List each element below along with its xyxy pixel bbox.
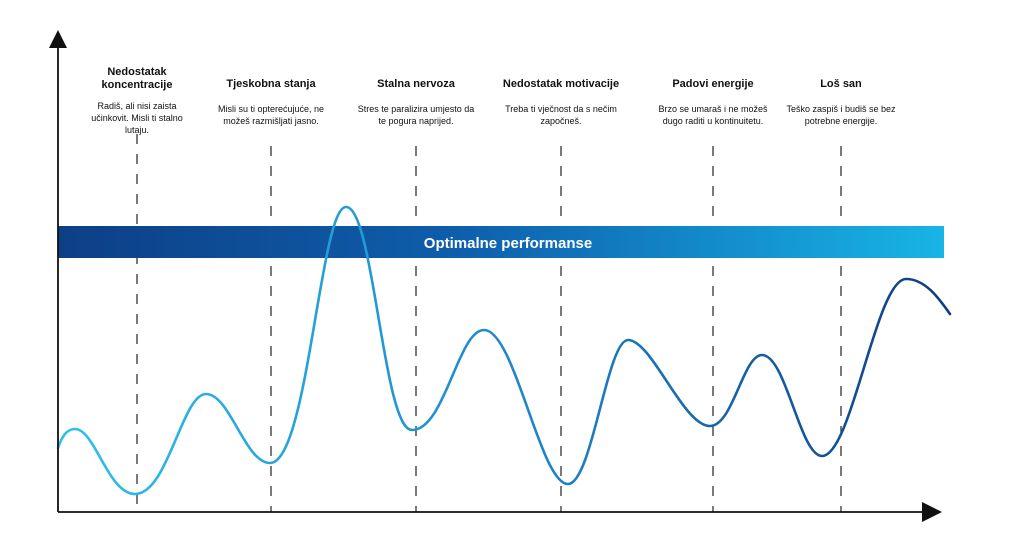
column-anxiety: Tjeskobna stanja Misli su ti opterećujuć… [208, 78, 334, 127]
performance-curve [56, 205, 952, 496]
column-description: Stres te paralizira umjesto da te pogura… [357, 104, 475, 126]
column-motivation: Nedostatak motivacije Treba ti vječnost … [498, 78, 624, 127]
column-dividers [136, 134, 842, 512]
column-title: Tjeskobna stanja [226, 78, 316, 90]
column-nervousness: Stalna nervoza Stres te paralizira umjes… [353, 78, 479, 127]
column-title: Nedostatak koncentracije [101, 66, 173, 91]
y-axis-arrow-icon [49, 30, 67, 48]
column-description: Treba ti vječnost da s nečim započneš. [505, 104, 617, 126]
column-title: Padovi energije [672, 78, 754, 90]
column-title: Loš san [820, 78, 862, 90]
optimal-performance-band [58, 226, 944, 258]
column-description: Radiš, ali nisi zaista učinkovit. Misli … [91, 101, 183, 135]
column-title: Stalna nervoza [377, 78, 455, 90]
column-description: Brzo se umaraš i ne možeš dugo raditi u … [658, 104, 768, 126]
band-label: Optimalne performanse [424, 235, 592, 252]
column-description: Teško zaspiš i budiš se bez potrebne ene… [786, 104, 896, 126]
column-description: Misli su ti opterećujuće, ne možeš razmi… [217, 104, 325, 126]
column-energy: Padovi energije Brzo se umaraš i ne može… [650, 78, 776, 127]
column-concentration: Nedostatak koncentracije Radiš, ali nisi… [89, 66, 185, 136]
column-sleep: Loš san Teško zaspiš i budiš se bez potr… [778, 78, 904, 127]
column-title: Nedostatak motivacije [502, 78, 620, 90]
x-axis-arrow-icon [922, 502, 942, 522]
axes [49, 30, 942, 522]
